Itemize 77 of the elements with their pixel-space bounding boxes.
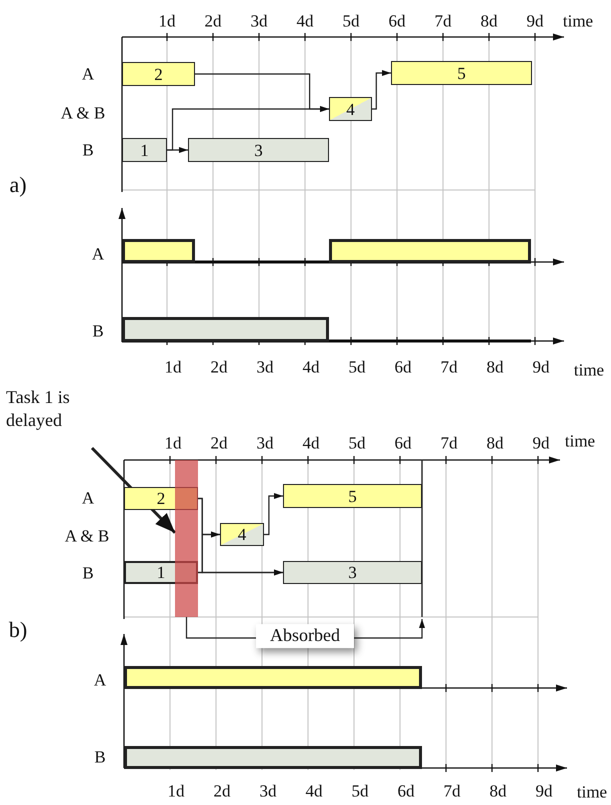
task-bar: [391, 61, 532, 85]
row-label: A: [82, 66, 94, 82]
task-number: 3: [254, 142, 263, 158]
connector-arrow: [167, 147, 188, 153]
row-label: B: [82, 142, 94, 158]
connector-arrow: [372, 70, 391, 110]
row-label: A & B: [64, 528, 110, 544]
tick-label: 7d: [440, 358, 458, 376]
row-label: A: [94, 672, 106, 688]
tick-label: 8d: [490, 782, 506, 800]
task-number: 1: [140, 142, 149, 158]
tick-label: 1d: [164, 434, 182, 452]
tick-label: 4d: [302, 434, 320, 452]
edge-label: Absorbed: [256, 624, 354, 648]
tick-label: 4d: [302, 358, 320, 376]
tick-label: 3d: [250, 12, 268, 30]
tick-label: 9d: [532, 358, 550, 376]
tick-label: 2d: [210, 358, 228, 376]
task-number: 5: [457, 64, 466, 82]
tick-label: 3d: [256, 434, 274, 452]
axis-label: time: [562, 12, 594, 30]
tick-label: 6d: [398, 782, 414, 800]
tick-label: 2d: [210, 434, 228, 452]
shared-task-bar: [220, 523, 264, 546]
row-label: A: [92, 246, 104, 262]
row-label: A & B: [60, 104, 106, 122]
tick-label: 6d: [394, 358, 412, 376]
annotation-text: Task 1 is delayed: [6, 386, 98, 432]
task-number: 4: [238, 526, 246, 543]
row-label: B: [94, 748, 106, 766]
tick-label: 1d: [168, 782, 184, 800]
tick-label: 5d: [348, 358, 366, 376]
tick-label: 2d: [204, 12, 222, 30]
task-number: 2: [154, 66, 163, 82]
delay-band: [175, 460, 198, 617]
tick-label: 3d: [256, 358, 274, 376]
task-number: 4: [346, 100, 355, 118]
tick-label: 5d: [342, 12, 360, 30]
shared-task-bar: [329, 97, 372, 121]
tick-label: 9d: [526, 12, 544, 30]
row-label: B: [92, 322, 104, 340]
tick-label: 7d: [434, 12, 452, 30]
task-bar: [122, 62, 195, 86]
connector-arrow: [264, 493, 283, 536]
panel-label: a): [9, 174, 27, 196]
tick-label: 7d: [444, 782, 460, 800]
tick-label: 8d: [480, 12, 498, 30]
task-bar: [283, 484, 422, 508]
tick-label: 8d: [486, 358, 504, 376]
tick-label: 6d: [394, 434, 412, 452]
tick-label: 4d: [296, 12, 314, 30]
axis-label: time: [576, 784, 608, 800]
panel-label: b): [8, 619, 28, 641]
tick-label: 6d: [388, 12, 406, 30]
task-number: 1: [156, 564, 166, 581]
tick-label: 8d: [486, 434, 504, 452]
task-bar: [122, 138, 167, 162]
tick-label: 2d: [214, 782, 230, 800]
task-bar: [188, 138, 329, 162]
tick-label: 7d: [440, 434, 458, 452]
row-label: B: [82, 564, 94, 582]
row-label: A: [82, 490, 94, 506]
tick-label: 5d: [352, 782, 368, 800]
task-bar: [283, 561, 422, 584]
tick-label: 3d: [260, 782, 276, 800]
axis-label: time: [564, 432, 596, 450]
tick-label: 5d: [348, 434, 366, 452]
tick-label: 9d: [536, 782, 552, 800]
tick-label: 4d: [306, 782, 322, 800]
axis-label: time: [574, 362, 604, 378]
task-number: 2: [156, 490, 166, 507]
task-number: 3: [348, 564, 357, 581]
task-number: 5: [348, 488, 357, 504]
connector-arrow: [198, 570, 283, 576]
tick-label: 1d: [164, 358, 182, 376]
tick-label: 1d: [158, 12, 176, 30]
tick-label: 9d: [532, 434, 550, 452]
